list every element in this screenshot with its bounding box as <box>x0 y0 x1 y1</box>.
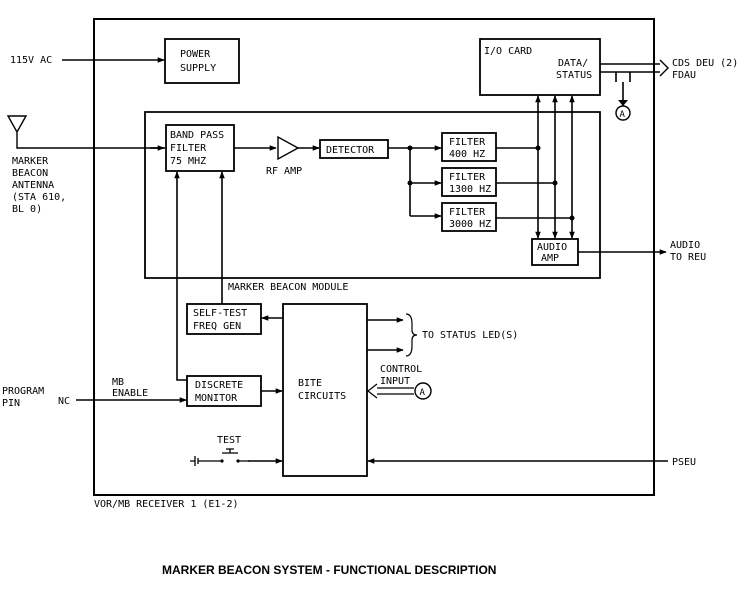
self-test-freq-gen-block <box>186 303 262 335</box>
io-card-block <box>479 38 601 96</box>
bpf-label-3: 75 MHZ <box>170 156 206 167</box>
filter-400-label-2: 400 HZ <box>449 149 485 160</box>
detector-label: DETECTOR <box>326 145 375 156</box>
power-supply-block <box>164 38 240 84</box>
filter-3000-label-2: 3000 HZ <box>449 219 491 230</box>
status-led-brace <box>405 313 418 357</box>
filter-400-block <box>441 132 497 162</box>
cds-deu-label-2: FDAU <box>672 70 696 81</box>
module-label: MARKER BEACON MODULE <box>228 282 348 293</box>
power-supply-label-1: POWER <box>180 49 211 60</box>
switch-contact <box>236 459 240 463</box>
test-label: TEST <box>217 435 241 446</box>
cds-deu-bus-arrow <box>659 59 669 77</box>
rf-amp-triangle <box>277 135 300 161</box>
mb-enable-label-2: ENABLE <box>112 388 148 399</box>
data-status-label-2: STATUS <box>556 70 592 81</box>
data-status-label-1: DATA/ <box>558 58 588 69</box>
diagram-title: MARKER BEACON SYSTEM - FUNCTIONAL DESCRI… <box>162 563 496 577</box>
audio-amp-label-2: AMP <box>541 253 559 264</box>
selftest-label-2: FREQ GEN <box>193 321 241 332</box>
control-input-label-1: CONTROL <box>380 364 422 375</box>
connector-a-top-label: A <box>620 110 626 120</box>
mb-enable-label-1: MB <box>112 377 124 388</box>
bite-circuits-block <box>282 303 368 477</box>
band-pass-filter-block <box>165 124 235 172</box>
junction-dot <box>407 180 413 186</box>
switch-contact <box>220 459 224 463</box>
antenna-label-2: BEACON <box>12 168 48 179</box>
receiver-enclosure <box>93 18 655 496</box>
filter-400-label-1: FILTER <box>449 137 486 148</box>
marker-beacon-module-outline <box>144 111 601 279</box>
cds-deu-bus <box>600 63 660 82</box>
control-input-arrow <box>367 383 378 399</box>
antenna-label-5: BL 0) <box>12 204 42 215</box>
audio-out-label-2: TO REU <box>670 252 706 263</box>
cds-deu-tap-arrow <box>618 100 628 106</box>
control-input-double-line <box>377 387 414 395</box>
connector-a-bottom <box>414 382 432 400</box>
program-pin-label-2: PIN <box>2 398 20 409</box>
pseu-label: PSEU <box>672 457 696 468</box>
audio-out-label-1: AUDIO <box>670 240 700 251</box>
bpf-label-1: BAND PASS <box>170 130 224 141</box>
audio-amp-label-1: AUDIO <box>537 242 567 253</box>
ac-power-label: 115V AC <box>10 55 52 66</box>
selftest-label-1: SELF-TEST <box>193 308 247 319</box>
bpf-label-2: FILTER <box>170 143 207 154</box>
rf-amp-label: RF AMP <box>266 166 302 177</box>
discrete-label-2: MONITOR <box>195 393 238 404</box>
receiver-label: VOR/MB RECEIVER 1 (E1-2) <box>94 499 239 510</box>
program-pin-label-1: PROGRAM <box>2 386 44 397</box>
io-card-label: I/O CARD <box>484 46 532 57</box>
filter-3000-block <box>441 202 497 232</box>
filter-1300-label-1: FILTER <box>449 172 486 183</box>
discrete-label-1: DISCRETE <box>195 380 243 391</box>
filter-1300-block <box>441 167 497 197</box>
cds-deu-label-1: CDS DEU (2) <box>672 58 738 69</box>
bite-label-2: CIRCUITS <box>298 391 346 402</box>
detector-filter-bus <box>388 147 411 216</box>
discrete-to-bpf-line <box>174 171 187 381</box>
status-led-label: TO STATUS LED(S) <box>422 330 518 341</box>
connector-a-bottom-label: A <box>420 388 426 398</box>
antenna-label-4: (STA 610, <box>12 192 66 203</box>
antenna-label-3: ANTENNA <box>12 180 54 191</box>
nc-label: NC <box>58 396 70 407</box>
junction-dot <box>407 145 413 151</box>
connector-a-top <box>615 105 631 121</box>
antenna-icon <box>6 115 165 149</box>
control-input-label-2: INPUT <box>380 376 410 387</box>
filter-1300-label-2: 1300 HZ <box>449 184 491 195</box>
power-supply-label-2: SUPPLY <box>180 63 216 74</box>
antenna-label-1: MARKER <box>12 156 49 167</box>
discrete-monitor-block <box>186 375 262 407</box>
detector-block <box>319 139 389 159</box>
test-switch-icon <box>190 448 250 466</box>
bite-label-1: BITE <box>298 378 322 389</box>
filter-3000-label-1: FILTER <box>449 207 486 218</box>
